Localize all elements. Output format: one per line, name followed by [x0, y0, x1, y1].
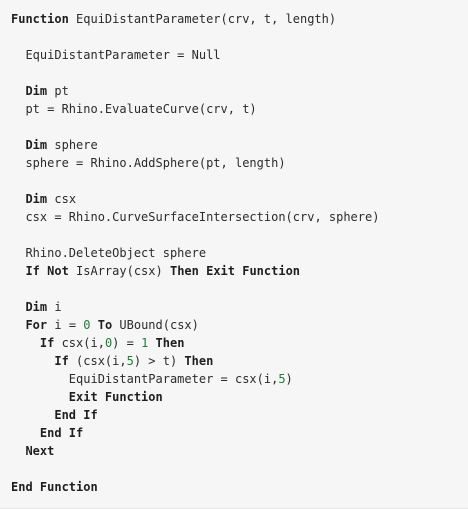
code-keyword: End Function — [11, 480, 98, 494]
code-indent — [11, 48, 25, 62]
code-text: ) = — [112, 336, 142, 350]
code-indent — [11, 426, 40, 440]
code-keyword: Then — [184, 354, 214, 368]
code-text: IsArray(csx) — [68, 264, 170, 278]
code-text: sphere = Rhino.AddSphere(pt, length) — [25, 156, 286, 170]
code-text: csx(i, — [54, 336, 105, 350]
code-number: 5 — [278, 372, 286, 386]
code-indent — [11, 408, 54, 422]
code-keyword: Dim — [25, 138, 48, 152]
code-line: For i = 0 To UBound(csx) — [11, 316, 468, 334]
code-text: ) — [285, 372, 293, 386]
code-keyword: If Not — [25, 264, 69, 278]
code-indent — [11, 138, 25, 152]
code-indent — [11, 246, 25, 260]
code-indent — [11, 84, 25, 98]
code-keyword: Exit Function — [68, 390, 163, 404]
code-keyword: Next — [25, 444, 55, 458]
code-line: EquiDistantParameter = csx(i,5) — [11, 370, 468, 388]
code-text: Rhino.DeleteObject sphere — [25, 246, 207, 260]
code-indent — [11, 444, 25, 458]
code-text: pt = Rhino.EvaluateCurve(crv, t) — [25, 102, 257, 116]
code-number: 0 — [104, 336, 113, 350]
code-indent — [11, 390, 69, 404]
code-indent — [11, 372, 69, 386]
code-keyword: End If — [54, 408, 98, 422]
code-text: UBound(csx) — [112, 318, 199, 332]
code-text — [91, 318, 98, 332]
code-line: End If — [11, 424, 468, 442]
code-indent — [11, 102, 25, 116]
code-line: sphere = Rhino.AddSphere(pt, length) — [11, 154, 468, 172]
code-indent — [11, 210, 25, 224]
code-line — [11, 64, 468, 82]
code-line — [11, 226, 468, 244]
code-keyword: Dim — [25, 300, 48, 314]
code-text: EquiDistantParameter = Null — [25, 48, 221, 62]
code-keyword: Function — [11, 12, 69, 26]
code-keyword: Dim — [25, 84, 48, 98]
code-text: i = — [47, 318, 84, 332]
code-line: pt = Rhino.EvaluateCurve(crv, t) — [11, 100, 468, 118]
code-keyword: Then — [155, 336, 185, 350]
code-line — [11, 172, 468, 190]
code-line — [11, 460, 468, 478]
code-indent — [11, 300, 25, 314]
code-text: csx = Rhino.CurveSurfaceIntersection(crv… — [25, 210, 380, 224]
code-text: EquiDistantParameter(crv, t, length) — [68, 12, 337, 26]
code-number: 0 — [83, 318, 91, 332]
code-indent — [11, 318, 25, 332]
code-line — [11, 28, 468, 46]
code-text: csx — [47, 192, 77, 206]
code-text: (csx(i, — [68, 354, 127, 368]
code-line: EquiDistantParameter = Null — [11, 46, 468, 64]
code-line: Function EquiDistantParameter(crv, t, le… — [11, 10, 468, 28]
code-line: End Function — [11, 478, 468, 496]
code-indent — [11, 264, 25, 278]
code-text: i — [47, 300, 62, 314]
code-keyword: End If — [39, 426, 84, 440]
code-keyword: For — [25, 318, 48, 332]
code-line: Next — [11, 442, 468, 460]
code-keyword: Dim — [25, 192, 48, 206]
code-line: Dim sphere — [11, 136, 468, 154]
code-line: csx = Rhino.CurveSurfaceIntersection(crv… — [11, 208, 468, 226]
code-line: If Not IsArray(csx) Then Exit Function — [11, 262, 468, 280]
code-indent — [11, 354, 54, 368]
code-text: EquiDistantParameter = csx(i, — [68, 372, 279, 386]
code-line — [11, 118, 468, 136]
code-indent — [11, 156, 25, 170]
code-number: 5 — [126, 354, 134, 368]
code-text: ) > t) — [133, 354, 185, 368]
code-text: pt — [47, 84, 69, 98]
code-line: Dim csx — [11, 190, 468, 208]
code-line — [11, 280, 468, 298]
code-keyword: To — [97, 318, 113, 332]
code-keyword: If — [54, 354, 69, 368]
code-line: Dim pt — [11, 82, 468, 100]
code-text: sphere — [47, 138, 98, 152]
code-keyword: Then Exit Function — [169, 264, 301, 278]
code-line: Rhino.DeleteObject sphere — [11, 244, 468, 262]
code-indent — [11, 192, 25, 206]
code-number: 1 — [141, 336, 149, 350]
code-line: End If — [11, 406, 468, 424]
code-line: If (csx(i,5) > t) Then — [11, 352, 468, 370]
code-keyword: If — [39, 336, 55, 350]
code-line: Dim i — [11, 298, 468, 316]
code-text — [148, 336, 155, 350]
code-indent — [11, 336, 40, 350]
code-line: If csx(i,0) = 1 Then — [11, 334, 468, 352]
code-line: Exit Function — [11, 388, 468, 406]
